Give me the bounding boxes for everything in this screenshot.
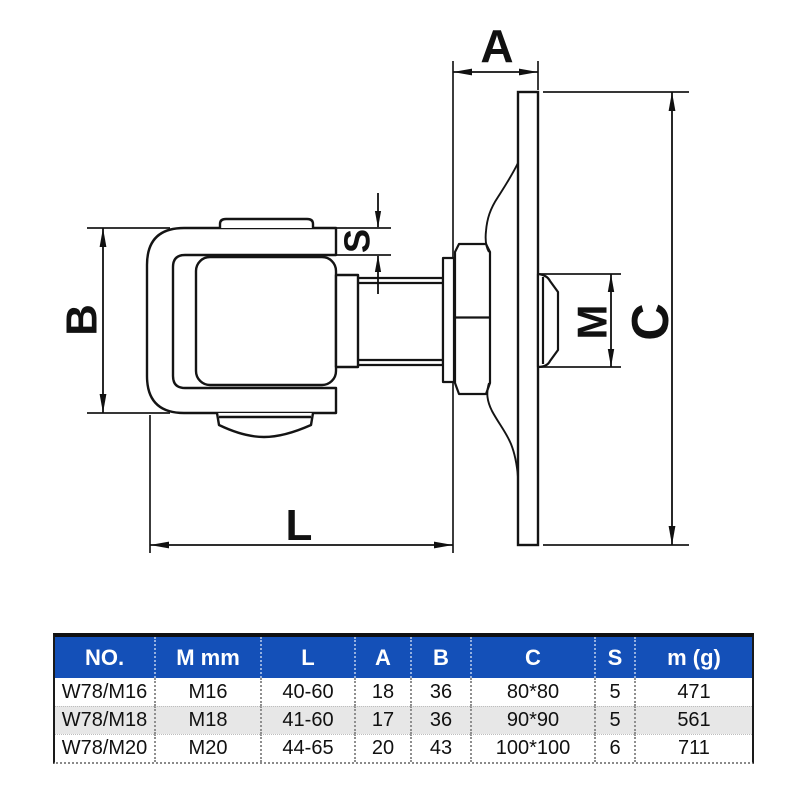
- dim-m: [607, 274, 615, 367]
- spec-cell: 5: [594, 678, 634, 706]
- dim-label-a: A: [480, 20, 513, 72]
- dimension-arrows: [99, 68, 676, 549]
- spec-header-s: S: [594, 637, 634, 678]
- spec-header-b: B: [410, 637, 470, 678]
- spec-header-mg: m (g): [634, 637, 752, 678]
- flange-break-line: [484, 162, 519, 478]
- pivot-pin-bottom: [215, 412, 315, 439]
- spec-cell: 41-60: [260, 706, 354, 734]
- spec-header-l: L: [260, 637, 354, 678]
- spec-cell: 18: [354, 678, 410, 706]
- spec-cell: 100*100: [470, 734, 594, 762]
- spec-table: NO. M mm L A B C S m (g) W78/M16 M16 40-…: [53, 633, 754, 764]
- threaded-rod: [358, 276, 445, 367]
- dim-s: [374, 193, 382, 294]
- spec-cell: 90*90: [470, 706, 594, 734]
- dim-label-s: S: [337, 229, 378, 253]
- spec-cell: 561: [634, 706, 752, 734]
- gate-plate: [516, 90, 540, 547]
- dim-label-m: M: [569, 305, 616, 340]
- dim-label-c: C: [622, 303, 680, 341]
- hex-nut: [453, 242, 492, 396]
- spec-cell: 20: [354, 734, 410, 762]
- dim-l: [150, 541, 453, 549]
- swivel-block: [194, 255, 338, 387]
- spec-cell: 5: [594, 706, 634, 734]
- spec-header-a: A: [354, 637, 410, 678]
- spec-cell: 6: [594, 734, 634, 762]
- spec-cell: 40-60: [260, 678, 354, 706]
- spec-cell: 44-65: [260, 734, 354, 762]
- dim-a: [453, 68, 538, 76]
- spec-cell: W78/M18: [55, 706, 154, 734]
- spec-cell: 36: [410, 678, 470, 706]
- spec-cell: 471: [634, 678, 752, 706]
- rod-collar: [334, 273, 360, 369]
- dim-c: [668, 92, 676, 545]
- spec-cell: 36: [410, 706, 470, 734]
- spec-cell: W78/M16: [55, 678, 154, 706]
- spec-header-no: NO.: [55, 637, 154, 678]
- technical-drawing: A B S L M C: [58, 20, 689, 553]
- spec-cell: 43: [410, 734, 470, 762]
- spec-cell: M20: [154, 734, 260, 762]
- spec-cell: M18: [154, 706, 260, 734]
- washer: [441, 256, 456, 384]
- dim-label-l: L: [286, 501, 313, 550]
- pivot-pin-top: [218, 217, 315, 228]
- hinge-bracket: [145, 226, 338, 415]
- bolt-head: [536, 272, 560, 369]
- dim-label-b: B: [58, 304, 107, 336]
- spec-header-c: C: [470, 637, 594, 678]
- spec-cell: 711: [634, 734, 752, 762]
- spec-cell: W78/M20: [55, 734, 154, 762]
- spec-header-mmm: M mm: [154, 637, 260, 678]
- spec-cell: M16: [154, 678, 260, 706]
- extension-lines: [87, 61, 689, 553]
- spec-cell: 80*80: [470, 678, 594, 706]
- spec-cell: 17: [354, 706, 410, 734]
- dim-b: [99, 228, 107, 413]
